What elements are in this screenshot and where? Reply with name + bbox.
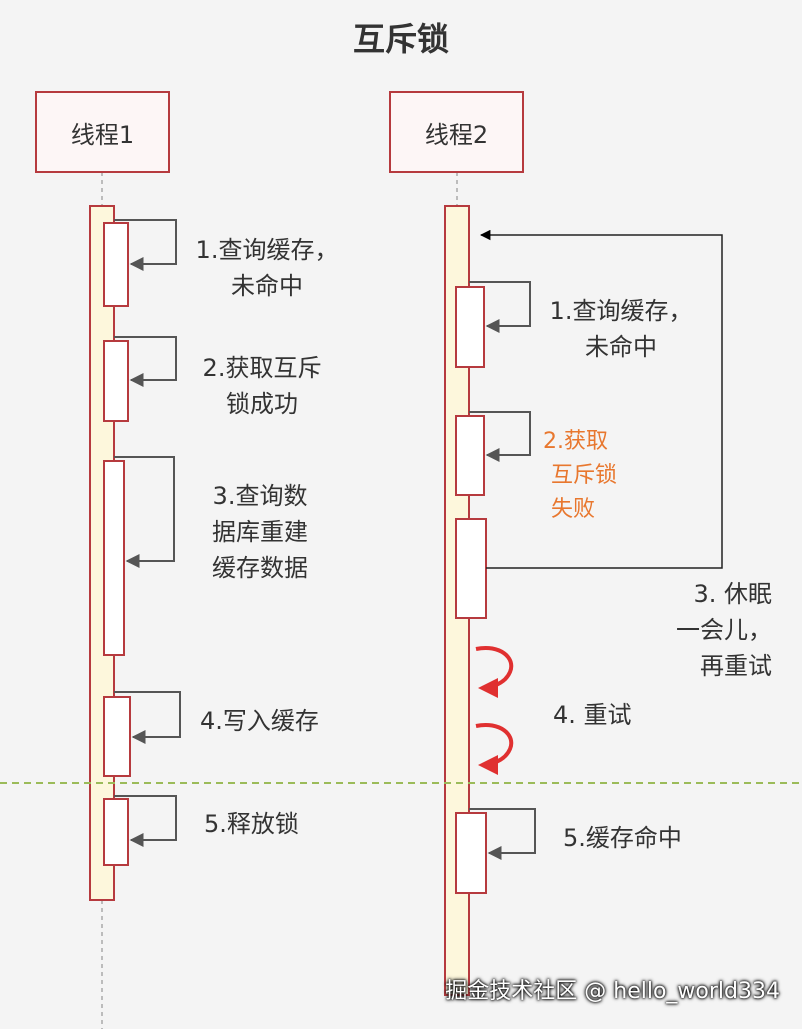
t1-step3-label: 3.查询数 据库重建 缓存数据: [196, 478, 324, 586]
t1-step1-line2: 未命中: [231, 272, 303, 300]
t2-self-arrow-5: [469, 808, 536, 860]
t1-self-arrow-5: [114, 795, 177, 847]
retry-curl-1: [475, 645, 514, 698]
t1-step4-label: 4.写入缓存: [200, 707, 319, 735]
t1-box-5: [103, 798, 129, 866]
t2-step3-line3: 再重试: [700, 652, 772, 680]
t2-box-2: [455, 415, 485, 496]
t2-step1-label: 1.查询缓存， 未命中: [545, 293, 697, 365]
t1-box-4: [103, 696, 131, 777]
t2-step2-line2: 互斥锁: [551, 463, 618, 488]
t1-box-3: [103, 460, 125, 656]
t1-step3-line2: 据库重建: [212, 518, 308, 546]
loop-back-arrow: [479, 229, 723, 569]
t1-step1-line1: 1.查询缓存，: [195, 236, 339, 264]
t1-self-arrow-1: [114, 219, 177, 271]
t2-step4-label: 4. 重试: [553, 701, 632, 729]
t1-step2-line1: 2.获取互斥: [202, 354, 322, 382]
t1-step5-label: 5.释放锁: [204, 810, 299, 838]
t1-step3-line3: 缓存数据: [212, 554, 308, 582]
t2-box-3: [455, 518, 487, 619]
t2-step3-line1: 3. 休眠: [693, 580, 772, 608]
actor-thread-2: 线程2: [389, 91, 524, 173]
watermark: 掘金技术社区 @ hello_world334: [445, 979, 780, 1004]
t1-step1-label: 1.查询缓存， 未命中: [192, 232, 342, 304]
t2-step1-line2: 未命中: [585, 333, 657, 361]
retry-curl-2: [475, 722, 514, 775]
t2-self-arrow-2: [469, 411, 531, 462]
t2-box-5: [455, 812, 487, 894]
t2-box-1: [455, 286, 485, 368]
t2-step1-line1: 1.查询缓存，: [549, 297, 693, 325]
t1-box-1: [103, 222, 129, 307]
t1-step3-line1: 3.查询数: [212, 482, 308, 510]
t2-step3-label: 3. 休眠 一会儿， 再重试: [676, 576, 772, 684]
t2-self-arrow-1: [469, 281, 531, 333]
page-title: 互斥锁: [352, 20, 449, 58]
t1-box-2: [103, 340, 129, 422]
t1-self-arrow-2: [114, 336, 177, 387]
t1-step2-label: 2.获取互斥 锁成功: [192, 350, 332, 422]
t2-step2-line3: 失败: [551, 497, 596, 522]
t1-self-arrow-4: [114, 691, 181, 744]
t2-step2-line1: 2.获取: [543, 429, 608, 454]
actor-thread-1: 线程1: [35, 91, 170, 173]
t1-step2-line2: 锁成功: [226, 390, 298, 418]
t1-self-arrow-3: [114, 456, 175, 568]
t2-step2-label: 2.获取 互斥锁 失败: [543, 425, 617, 527]
t2-step5-label: 5.缓存命中: [563, 824, 682, 852]
t2-step3-line2: 一会儿，: [676, 616, 772, 644]
